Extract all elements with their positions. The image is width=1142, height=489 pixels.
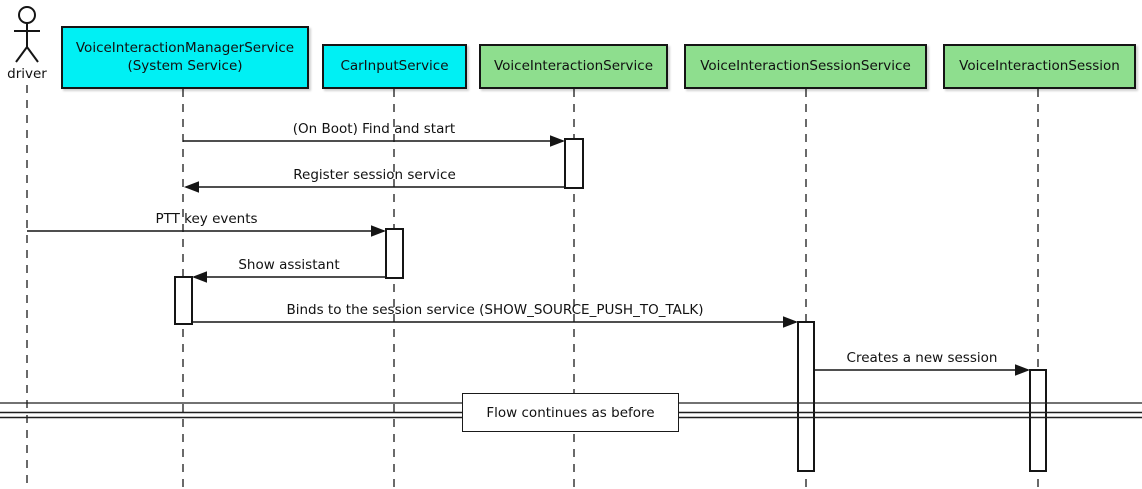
arrowhead-icon	[1015, 364, 1030, 376]
message-label-find-and-start: (On Boot) Find and start	[292, 121, 456, 137]
arrowhead-icon	[550, 135, 565, 147]
arrowhead-icon	[371, 225, 386, 237]
message-label-creates-new-session: Creates a new session	[846, 350, 998, 366]
message-label-binds-session-service: Binds to the session service (SHOW_SOURC…	[286, 302, 704, 318]
arrowhead-icon	[184, 181, 199, 193]
participant-box-voiceinteractionsession: VoiceInteractionSession	[943, 44, 1136, 89]
divider-label-box: Flow continues as before	[462, 393, 679, 432]
message-label-register-session-service: Register session service	[293, 167, 456, 183]
participant-box-voiceinteractionsessionservice: VoiceInteractionSessionService	[684, 44, 927, 89]
actor-label: driver	[7, 66, 47, 82]
participant-box-carinputservice: CarInputService	[322, 44, 467, 89]
message-label-show-assistant: Show assistant	[238, 257, 340, 273]
activation-bar-voiceinteractionsession	[1029, 369, 1047, 472]
arrowhead-icon	[783, 316, 798, 328]
activation-bar-voiceinteractionservice	[564, 138, 584, 189]
actor-figure-icon	[14, 6, 40, 63]
arrowhead-icon	[192, 271, 207, 283]
activation-bar-voiceinteractionsessionservice	[797, 321, 815, 472]
activation-bar-voiceinteractionmanagerservice	[174, 276, 193, 325]
participant-box-voiceinteractionmanagerservice: VoiceInteractionManagerService (System S…	[61, 26, 309, 89]
message-label-ptt-key-events: PTT key events	[155, 211, 258, 227]
participant-box-voiceinteractionservice: VoiceInteractionService	[479, 44, 668, 89]
activation-bar-carinputservice	[385, 228, 404, 279]
